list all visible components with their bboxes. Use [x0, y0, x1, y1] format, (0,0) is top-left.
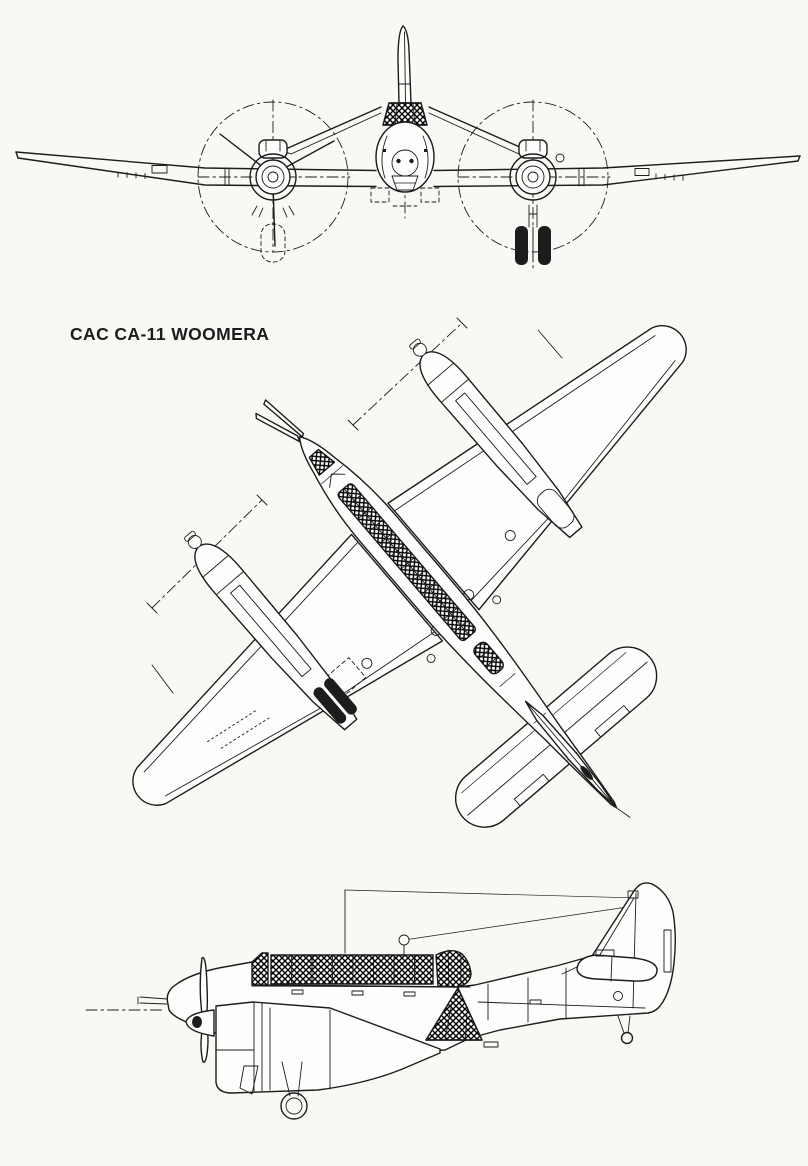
front-fin: [397, 25, 412, 104]
port-wheel: [324, 678, 357, 715]
intake-blister: [555, 153, 565, 163]
side-tailplane: [561, 949, 658, 982]
front-canopy: [382, 102, 428, 126]
side-view: [85, 882, 676, 1120]
drawing-title: CAC CA-11 WOOMERA: [70, 324, 270, 344]
dimension-marks: [146, 317, 563, 694]
rudder-trim-tab: [663, 929, 672, 973]
plan-canopy: [308, 448, 504, 675]
plan-fin: [524, 700, 631, 818]
left-cowl-ring: [249, 153, 297, 201]
gear-bay-opening: [536, 488, 575, 529]
front-fuselage: [375, 121, 435, 193]
front-view: [15, 25, 801, 273]
side-fin: [597, 890, 672, 1009]
right-cowl-ring: [509, 153, 557, 201]
bomb-rack: [483, 1041, 499, 1048]
front-tailplane: [286, 106, 524, 155]
side-nacelle: [215, 1001, 441, 1097]
side-main-wheel: [280, 1092, 308, 1120]
plan-view: [132, 317, 687, 828]
plan-aircraft: [132, 325, 687, 828]
ghost-blade-outline: [260, 223, 286, 263]
front-bomb-bay-marks: [370, 187, 440, 207]
side-antennas: [344, 889, 639, 955]
side-pitot: [85, 996, 168, 1011]
front-landing-gear: [515, 204, 551, 265]
access-hatch: [613, 991, 623, 1001]
side-tailwheel: [617, 1015, 634, 1045]
plan-port-nacelle: [184, 530, 358, 731]
nose-blades: [255, 399, 305, 443]
front-left-nacelle: [197, 99, 351, 263]
side-propeller: [185, 956, 215, 1063]
front-right-nacelle: [457, 99, 611, 273]
gear-door: [239, 1065, 259, 1095]
port-wheel: [313, 687, 347, 724]
side-canopy: [251, 949, 472, 988]
side-window-triangle: [425, 987, 483, 1041]
plan-starboard-nacelle: [409, 338, 583, 539]
